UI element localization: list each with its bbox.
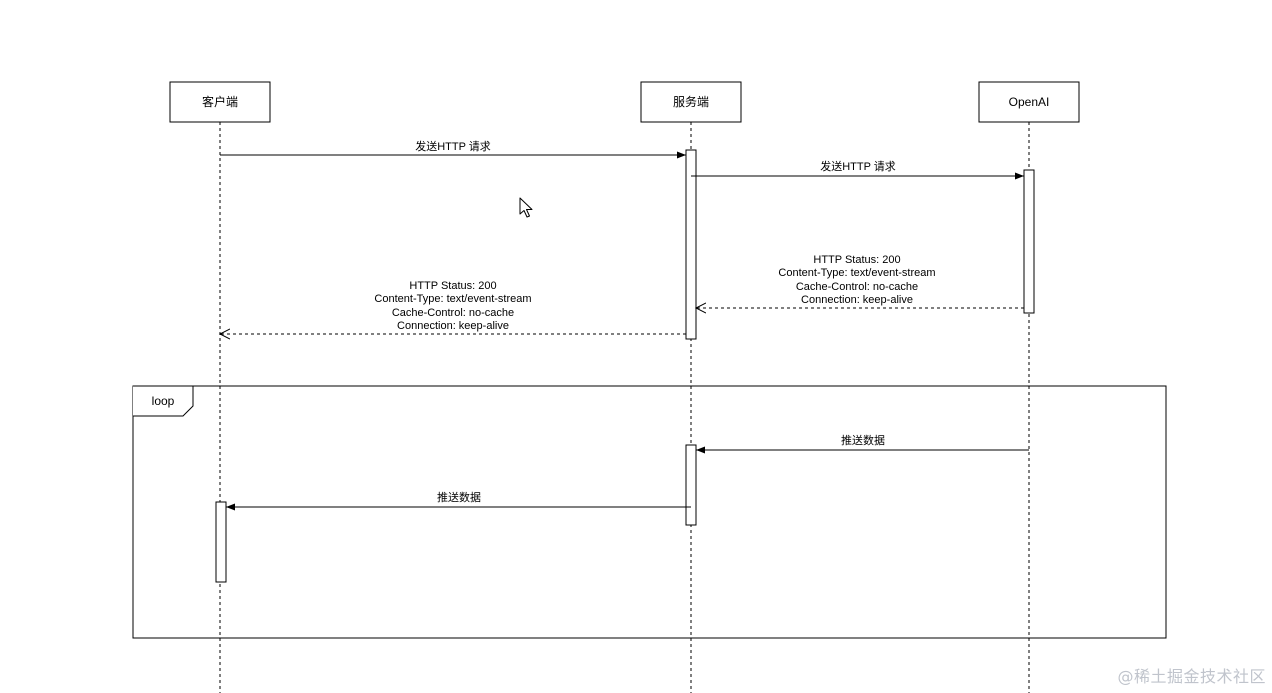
- label-client-to-server: 发送HTTP 请求: [415, 139, 491, 153]
- label-openai-response-line-1: HTTP Status: 200: [813, 254, 900, 266]
- participant-client[interactable]: 客户端: [169, 81, 271, 123]
- loop-label: loop: [152, 394, 175, 408]
- label-server-to-openai: 发送HTTP 请求: [820, 159, 896, 173]
- label-openai-response-line-2: Content-Type: text/event-stream: [778, 267, 935, 279]
- loop-fragment[interactable]: loop: [132, 385, 1167, 639]
- label-server-response-line-1: HTTP Status: 200: [409, 280, 496, 292]
- activation-openai-1: [1023, 169, 1035, 314]
- message-server-to-client-response[interactable]: HTTP Status: 200 Content-Type: text/even…: [220, 280, 686, 334]
- label-openai-push: 推送数据: [841, 433, 885, 447]
- activation-client-1: [215, 501, 227, 583]
- participant-openai[interactable]: OpenAI: [978, 81, 1080, 123]
- label-openai-response-line-3: Cache-Control: no-cache: [796, 281, 918, 293]
- watermark: @稀土掘金技术社区: [1117, 667, 1266, 686]
- message-client-to-server[interactable]: 发送HTTP 请求: [220, 139, 686, 159]
- message-server-to-openai[interactable]: 发送HTTP 请求: [691, 159, 1024, 180]
- participant-client-label: 客户端: [202, 94, 238, 109]
- message-server-push[interactable]: 推送数据: [226, 490, 691, 511]
- participant-server[interactable]: 服务端: [640, 81, 742, 123]
- activation-server-1: [685, 149, 697, 340]
- participant-server-label: 服务端: [673, 94, 709, 109]
- message-openai-push[interactable]: 推送数据: [696, 433, 1029, 454]
- mouse-cursor-icon: [519, 197, 533, 218]
- label-server-response-line-3: Cache-Control: no-cache: [392, 307, 514, 319]
- label-server-push: 推送数据: [437, 490, 481, 504]
- label-server-response-line-4: Connection: keep-alive: [397, 320, 509, 332]
- activation-server-2: [685, 444, 697, 526]
- label-openai-response-line-4: Connection: keep-alive: [801, 294, 913, 306]
- participant-openai-label: OpenAI: [1009, 95, 1050, 109]
- loop-tag: [133, 385, 194, 417]
- message-openai-to-server-response[interactable]: HTTP Status: 200 Content-Type: text/even…: [696, 254, 1024, 308]
- label-server-response-line-2: Content-Type: text/event-stream: [374, 293, 531, 305]
